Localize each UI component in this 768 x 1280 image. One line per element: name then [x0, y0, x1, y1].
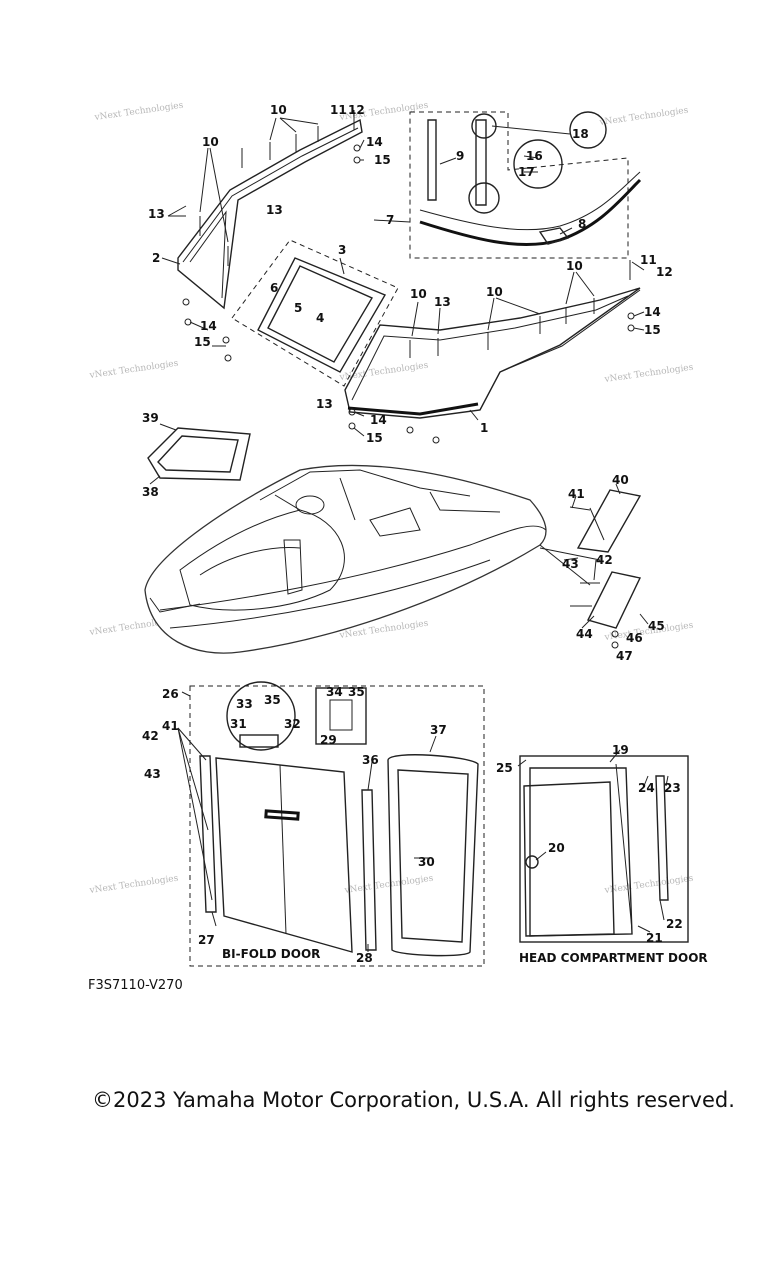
- callout: 35: [348, 685, 365, 699]
- detail-circle: [569, 111, 607, 149]
- callout: 10: [270, 103, 287, 117]
- figure-code: F3S7110-V270: [88, 978, 183, 993]
- callout: 13: [434, 295, 451, 309]
- parts-diagram: vNext Technologies vNext Technologies vN…: [88, 101, 708, 967]
- callout: 17: [518, 165, 535, 179]
- watermark: vNext Technologies: [338, 361, 429, 384]
- callout: 10: [566, 259, 583, 273]
- callout: 36: [362, 753, 379, 767]
- callout: 42: [596, 553, 613, 567]
- watermark: vNext Technologies: [88, 874, 179, 897]
- callout: 39: [142, 411, 159, 425]
- callout: 41: [162, 719, 179, 733]
- windshield-assembly: [177, 110, 642, 444]
- detail-circle: [513, 139, 563, 189]
- leader-lines: [149, 117, 669, 952]
- callout: 40: [612, 473, 629, 487]
- callouts: 1 2 3 4 5 6 7 8 9 10 10 10 10 10 11 11 1…: [142, 103, 683, 965]
- callout: 41: [568, 487, 585, 501]
- callout: 45: [648, 619, 665, 633]
- callout: 44: [576, 627, 593, 641]
- callout: 37: [430, 723, 447, 737]
- callout: 27: [198, 933, 215, 947]
- callout: 14: [366, 135, 383, 149]
- callout: 11: [640, 253, 657, 267]
- callout: 14: [370, 413, 387, 427]
- bifold-door-caption: BI-FOLD DOOR: [222, 947, 320, 961]
- callout: 6: [270, 281, 278, 295]
- callout: 12: [656, 265, 673, 279]
- callout: 12: [348, 103, 365, 117]
- callout: 42: [142, 729, 159, 743]
- callout: 26: [162, 687, 179, 701]
- callout: 24: [638, 781, 655, 795]
- watermark: vNext Technologies: [93, 101, 184, 124]
- callout: 15: [366, 431, 383, 445]
- callout: 46: [626, 631, 643, 645]
- callout: 3: [338, 243, 346, 257]
- callout: 29: [320, 733, 337, 747]
- bifold-door-group: [189, 681, 485, 967]
- callout: 38: [142, 485, 159, 499]
- callout: 9: [456, 149, 464, 163]
- bolt-set: [182, 110, 635, 444]
- callout: 5: [294, 301, 302, 315]
- head-compartment-door-caption: HEAD COMPARTMENT DOOR: [519, 951, 708, 965]
- watermark: vNext Technologies: [603, 874, 694, 897]
- callout: 23: [664, 781, 681, 795]
- callout: 33: [236, 697, 253, 711]
- callout: 14: [200, 319, 217, 333]
- callout: 28: [356, 951, 373, 965]
- boat-hull: [144, 464, 601, 654]
- callout: 47: [616, 649, 633, 663]
- callout: 10: [486, 285, 503, 299]
- detail-circle: [468, 182, 500, 214]
- callout: 43: [562, 557, 579, 571]
- tray-part: [147, 427, 251, 481]
- callout: 16: [526, 149, 543, 163]
- callout: 35: [264, 693, 281, 707]
- copyright-notice: ©2023 Yamaha Motor Corporation, U.S.A. A…: [92, 1088, 735, 1112]
- callout: 31: [230, 717, 247, 731]
- strut-inset-box: [409, 111, 629, 259]
- callout: 20: [548, 841, 565, 855]
- callout: 15: [644, 323, 661, 337]
- callout: 34: [326, 685, 343, 699]
- watermark: vNext Technologies: [603, 363, 694, 386]
- watermark: vNext Technologies: [343, 874, 434, 897]
- watermark: vNext Technologies: [598, 106, 689, 129]
- callout: 25: [496, 761, 513, 775]
- callout: 21: [646, 931, 663, 945]
- callout: 1: [480, 421, 488, 435]
- callout: 11: [330, 103, 347, 117]
- callout: 13: [266, 203, 283, 217]
- callout: 10: [410, 287, 427, 301]
- callout: 7: [386, 213, 394, 227]
- callout: 2: [152, 251, 160, 265]
- callout: 15: [374, 153, 391, 167]
- callout: 22: [666, 917, 683, 931]
- callout: 8: [578, 217, 586, 231]
- callout: 18: [572, 127, 589, 141]
- callout: 14: [644, 305, 661, 319]
- head-compartment-door-group: [519, 755, 689, 943]
- callout: 13: [316, 397, 333, 411]
- callout: 32: [284, 717, 301, 731]
- callout: 30: [418, 855, 435, 869]
- callout: 4: [316, 311, 324, 325]
- callout: 43: [144, 767, 161, 781]
- callout: 19: [612, 743, 629, 757]
- callout: 13: [148, 207, 165, 221]
- watermark: vNext Technologies: [88, 359, 179, 382]
- callout: 15: [194, 335, 211, 349]
- callout: 10: [202, 135, 219, 149]
- side-panels: [569, 489, 642, 649]
